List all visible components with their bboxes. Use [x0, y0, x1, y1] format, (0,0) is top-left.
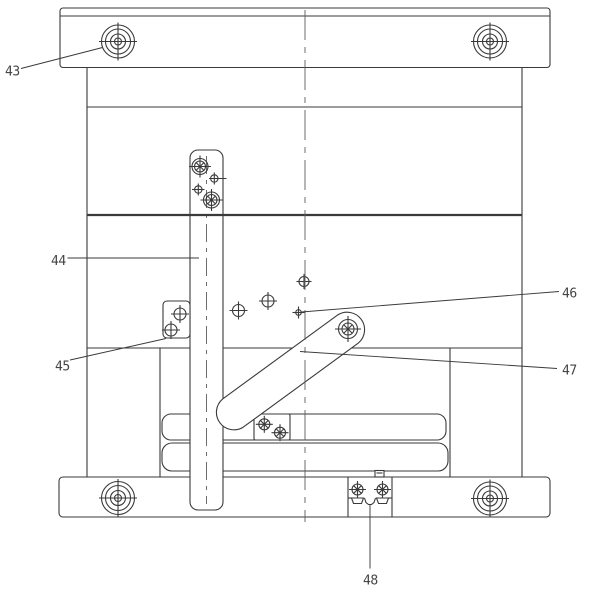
callout-45-leader	[69, 338, 167, 361]
terminal-bracket	[347, 469, 393, 517]
cluster-screw-icon	[295, 273, 313, 290]
dowel-pin-right	[209, 172, 227, 185]
callout-46-leader	[301, 291, 560, 313]
callout-47-leader	[299, 351, 558, 369]
dowel-pin-left	[192, 183, 205, 196]
callout-47-label: 47	[562, 364, 577, 379]
pin-46	[292, 306, 305, 319]
link-arm-outline	[215, 311, 366, 431]
link-arm	[215, 311, 366, 431]
stop-plate	[161, 300, 191, 340]
bracket-tab	[374, 469, 385, 478]
callout-48-label: 48	[363, 574, 378, 589]
cluster-screw-icon	[228, 300, 249, 321]
mold-plate-stack	[86, 67, 523, 477]
callout-43-leader	[20, 47, 103, 69]
bracket-clip	[363, 497, 377, 506]
callout-43-label: 43	[5, 65, 20, 80]
ejector-bars	[161, 413, 449, 472]
linework	[58, 7, 551, 519]
bracket-foot-left	[350, 497, 365, 505]
bracket-foot-right	[375, 497, 390, 505]
callout-labels: 43 44 45 46 47 48	[5, 65, 577, 589]
callout-45-label: 45	[55, 360, 70, 375]
callout-46-label: 46	[562, 287, 577, 302]
bottom-clamp-plate	[58, 476, 551, 518]
guide-bar-head-fasteners	[188, 154, 227, 212]
bottom-plate-outline	[58, 476, 551, 518]
guide-bar	[189, 149, 224, 511]
cluster-screw-icon	[258, 291, 278, 311]
callout-44-label: 44	[51, 254, 66, 269]
callout-leaders	[20, 47, 560, 569]
pivot-screw	[335, 316, 361, 342]
